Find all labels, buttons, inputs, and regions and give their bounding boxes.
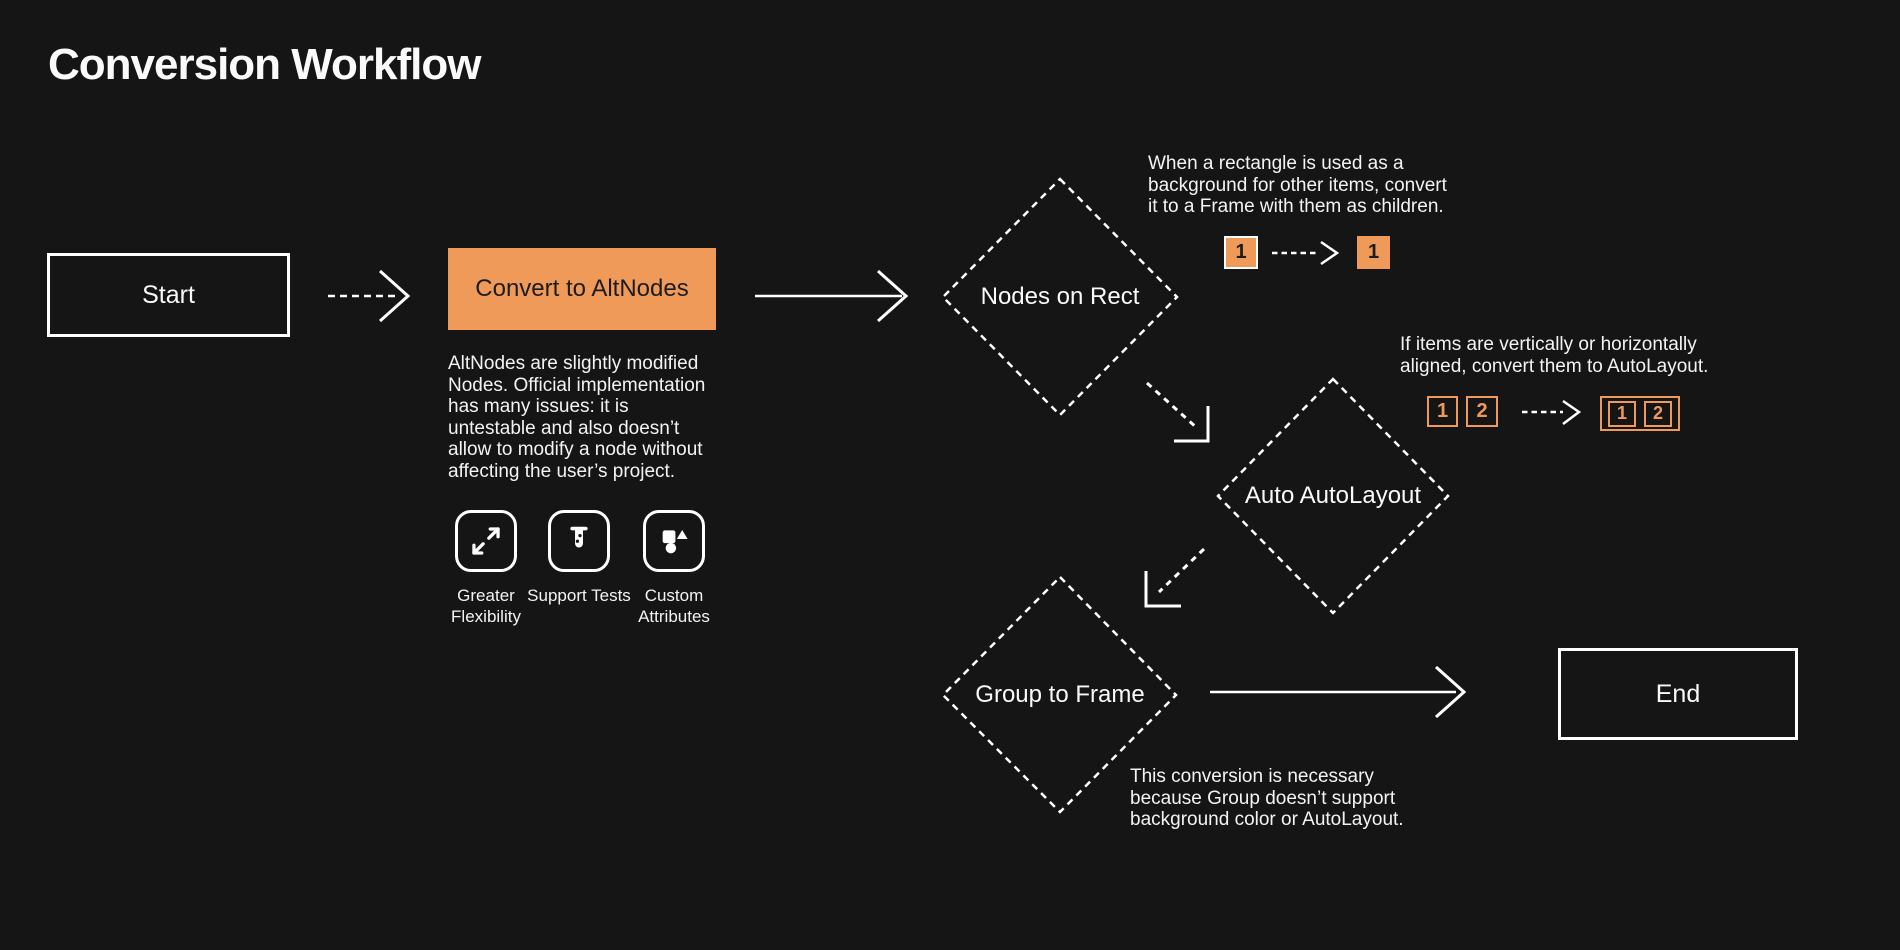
groupframe-end-arrowhead bbox=[1435, 665, 1467, 719]
group-to-frame-node[interactable]: Group to Frame bbox=[943, 681, 1177, 709]
start-node[interactable]: Start bbox=[47, 253, 290, 337]
nodes-on-rect-note: When a rectangle is used as a background… bbox=[1148, 153, 1447, 218]
nodes-on-rect-label: Nodes on Rect bbox=[980, 283, 1140, 310]
start-convert-arrowhead bbox=[379, 269, 411, 323]
autolayout-groupframe-arrowhead bbox=[1144, 571, 1181, 608]
feature-icon-box bbox=[548, 510, 610, 572]
nodes-on-rect-node[interactable]: Nodes on Rect bbox=[943, 283, 1177, 311]
description-line: affecting the user’s project. bbox=[448, 460, 676, 482]
end-node-label: End bbox=[1655, 679, 1701, 708]
nodes-on-rect-diamond-outline bbox=[941, 177, 1179, 417]
end-node[interactable]: End bbox=[1558, 648, 1798, 740]
description-line: Nodes. Official implementation bbox=[448, 374, 706, 396]
convert-node[interactable]: Convert to AltNodes bbox=[448, 248, 716, 330]
feature-label: Custom Attributes bbox=[638, 586, 710, 626]
feature-item-custom-attributes: Custom Attributes bbox=[619, 510, 729, 627]
align-before-badge-1: 1 bbox=[1427, 396, 1458, 427]
convert-node-label: Convert to AltNodes bbox=[475, 275, 689, 302]
autolayout-group-box: 1 2 bbox=[1600, 396, 1680, 431]
convert-nodesrect-arrowhead bbox=[877, 269, 909, 323]
page-title: Conversion Workflow bbox=[48, 40, 481, 89]
feature-item-support-tests: Support Tests bbox=[524, 510, 634, 606]
group-to-frame-label: Group to Frame bbox=[975, 681, 1145, 708]
description-line: allow to modify a node without bbox=[448, 439, 703, 460]
note-line: If items are vertically or horizontally bbox=[1400, 334, 1697, 355]
expand-icon bbox=[472, 527, 500, 555]
align-badge-arrowhead bbox=[1562, 399, 1582, 425]
note-line: because Group doesn’t support bbox=[1130, 787, 1396, 809]
description-line: has many issues: it is bbox=[448, 396, 629, 417]
auto-autolayout-diamond-outline bbox=[1216, 377, 1450, 615]
start-node-label: Start bbox=[142, 280, 195, 309]
feature-label: Greater Flexibility bbox=[451, 586, 521, 626]
nodesrect-autolayout-arrowhead bbox=[1174, 406, 1210, 443]
feature-icon-box bbox=[643, 510, 705, 572]
test-tube-icon bbox=[570, 526, 588, 548]
shapes-icon bbox=[662, 529, 688, 554]
note-line: it to a Frame with them as children. bbox=[1148, 196, 1444, 217]
group-to-frame-note: This conversion is necessary because Gro… bbox=[1130, 766, 1404, 831]
altnodes-description: AltNodes are slightly modified Nodes. Of… bbox=[448, 353, 705, 482]
note-line: When a rectangle is used as a bbox=[1148, 153, 1404, 174]
align-after-badge-1: 1 bbox=[1608, 400, 1636, 427]
note-line: aligned, convert them to AutoLayout. bbox=[1400, 355, 1709, 377]
align-after-badge-2: 2 bbox=[1644, 400, 1672, 427]
description-line: AltNodes are slightly modified bbox=[448, 353, 699, 374]
frame-after-badge: 1 bbox=[1357, 236, 1390, 269]
group-to-frame-diamond-outline bbox=[941, 575, 1178, 814]
feature-item-greater-flexibility: Greater Flexibility bbox=[431, 510, 541, 627]
feature-icon-box bbox=[455, 510, 517, 572]
auto-autolayout-note: If items are vertically or horizontally … bbox=[1400, 334, 1708, 377]
note-line: This conversion is necessary bbox=[1130, 766, 1374, 787]
note-line: background for other items, convert bbox=[1148, 174, 1447, 196]
nodesrect-autolayout-arrow-line bbox=[1145, 381, 1199, 430]
description-line: untestable and also doesn’t bbox=[448, 417, 680, 439]
note-line: background color or AutoLayout. bbox=[1130, 809, 1404, 830]
align-before-badge-2: 2 bbox=[1466, 396, 1498, 427]
autolayout-groupframe-arrow-line bbox=[1157, 547, 1206, 594]
auto-autolayout-node[interactable]: Auto AutoLayout bbox=[1218, 482, 1448, 510]
rect-before-badge: 1 bbox=[1224, 236, 1258, 269]
auto-autolayout-label: Auto AutoLayout bbox=[1244, 482, 1422, 509]
rect-badge-arrowhead bbox=[1320, 240, 1340, 266]
feature-label: Support Tests bbox=[527, 586, 631, 605]
